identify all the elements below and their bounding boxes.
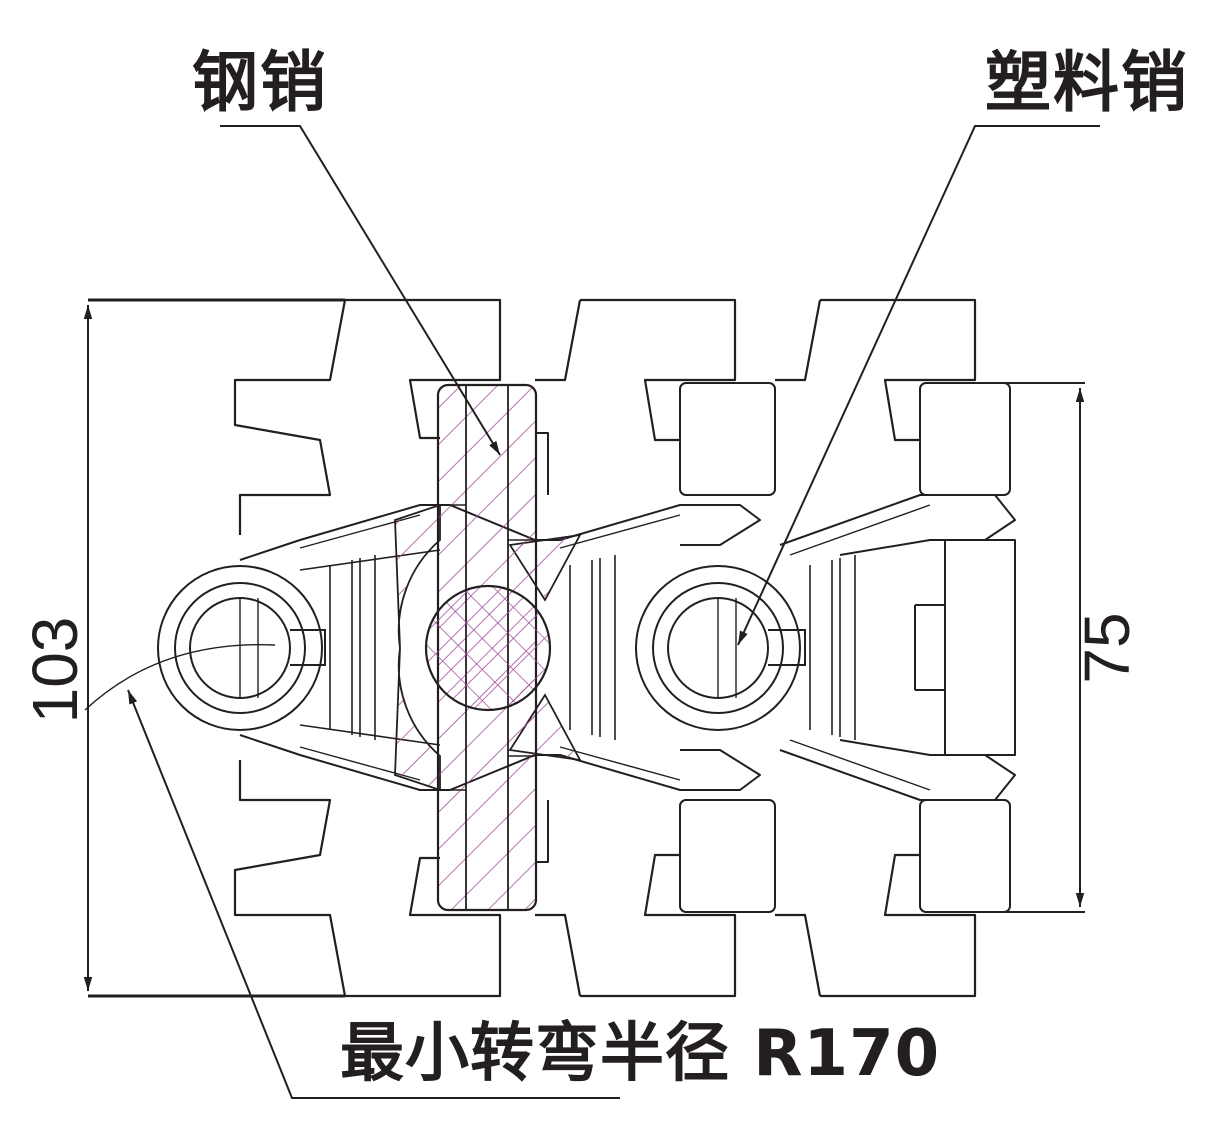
plastic-pin-boss [635, 565, 806, 731]
radius-leader [127, 689, 620, 1099]
body-width-dimension: 75 [1071, 612, 1143, 684]
chain-bottom-profile [88, 760, 977, 998]
link-ribs [299, 549, 856, 746]
radius-arc [84, 643, 276, 711]
left-pin-boss [157, 565, 326, 731]
link-bodies [239, 494, 1016, 801]
leader-lines [84, 125, 1100, 1099]
steel-pin-section [394, 383, 582, 912]
dimension-lines [83, 298, 1085, 998]
steel-pin-leader [220, 125, 501, 456]
min-turn-radius-label: 最小转弯半径 R170 [340, 1017, 941, 1091]
plastic-pin-leader [737, 125, 1100, 646]
plastic-pin-label: 塑料销 [985, 44, 1189, 121]
steel-pin-label: 钢销 [192, 44, 328, 121]
side-blocks [537, 382, 1011, 913]
overall-width-dimension: 103 [19, 616, 91, 724]
